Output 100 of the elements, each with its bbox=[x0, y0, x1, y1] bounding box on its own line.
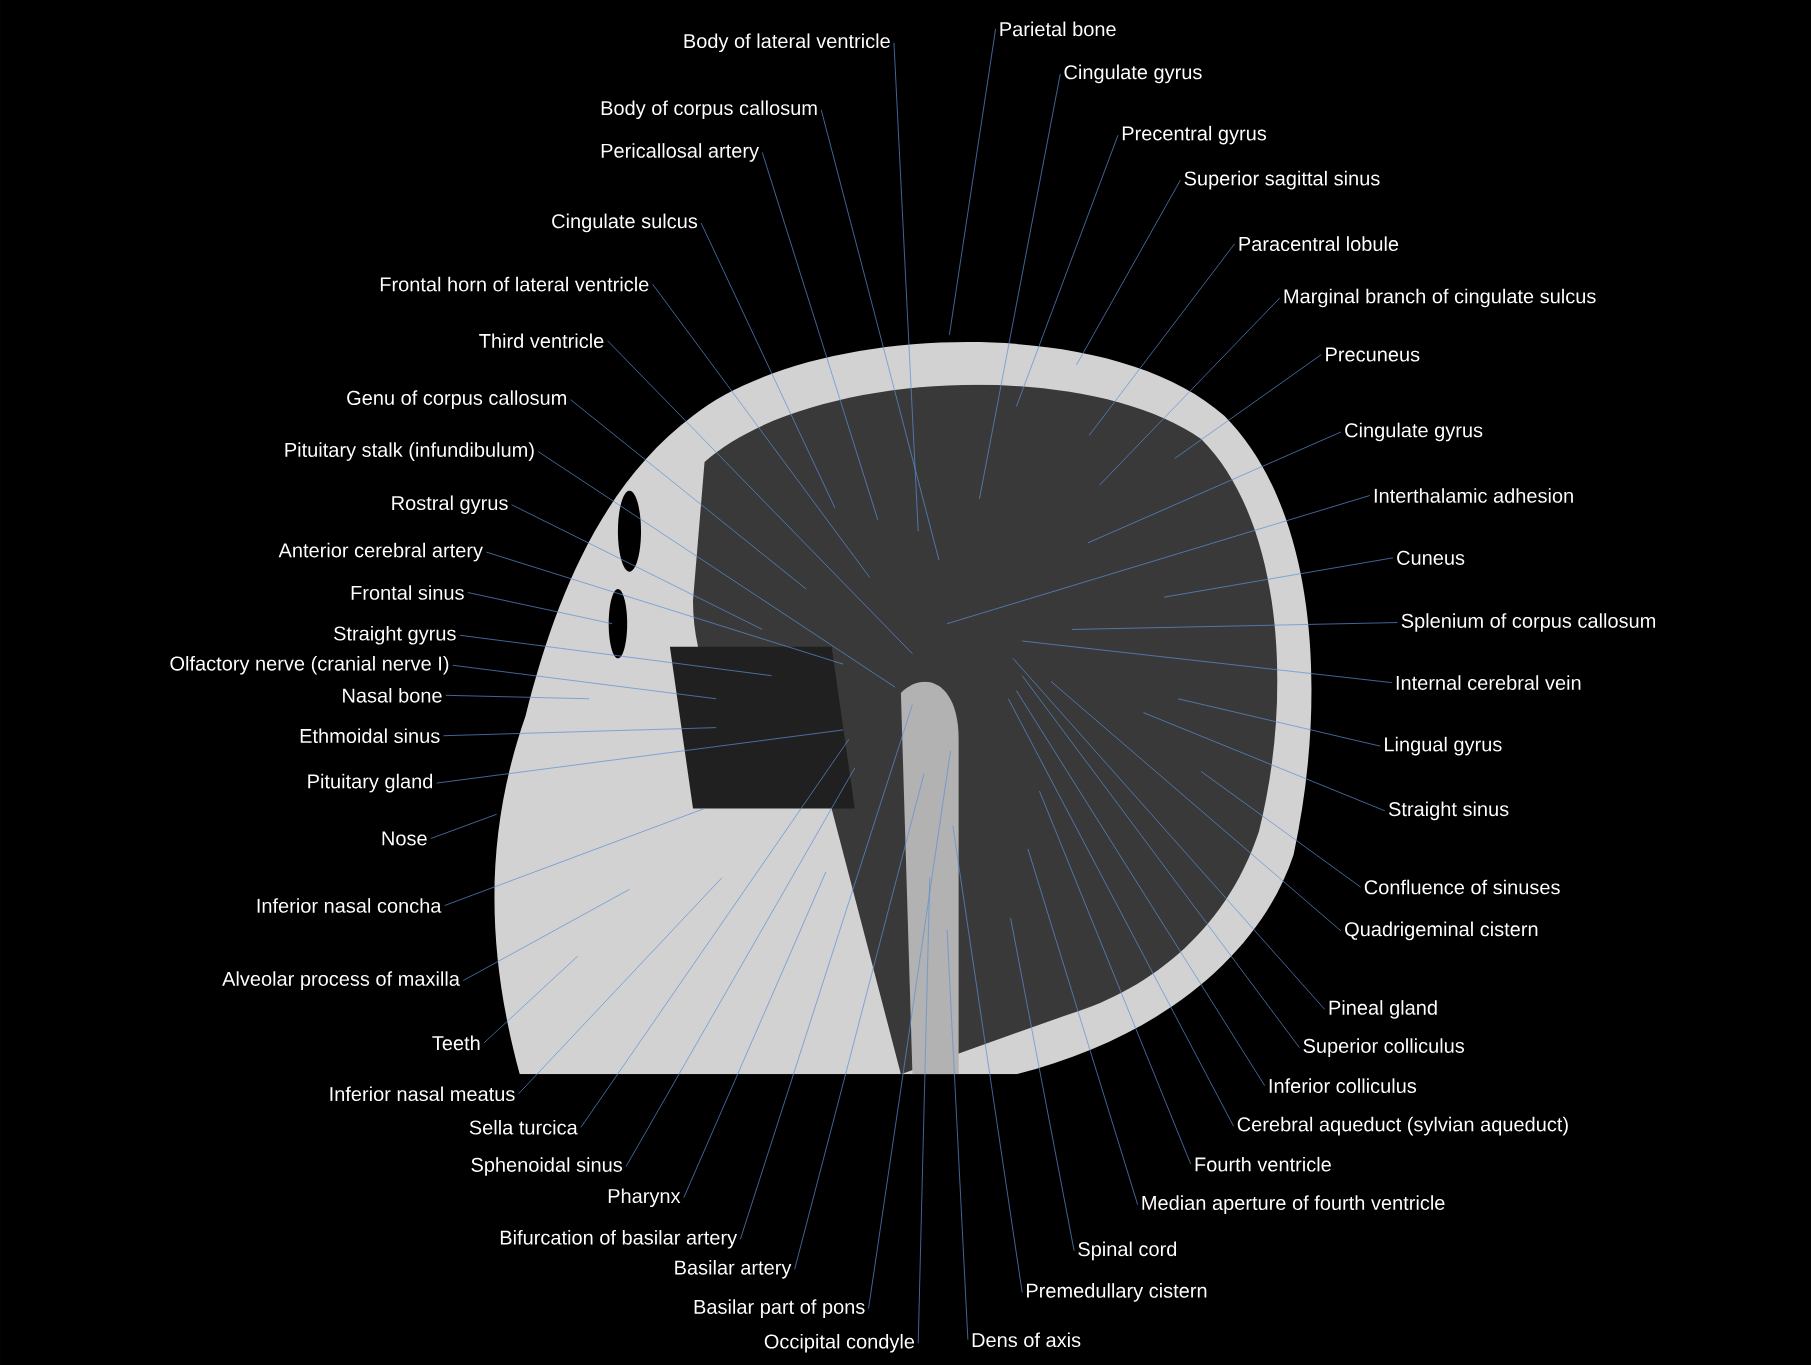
leader-line bbox=[1143, 712, 1386, 812]
part-label: Pituitary stalk (infundibulum) bbox=[285, 442, 534, 461]
leader-line bbox=[485, 551, 844, 665]
part-label: Frontal sinus bbox=[351, 585, 464, 600]
leader-line bbox=[1177, 698, 1381, 747]
part-label: Cuneus bbox=[1397, 550, 1465, 565]
part-label: Olfactory nerve (cranial nerve I) bbox=[170, 655, 449, 675]
leader-line bbox=[946, 929, 969, 1341]
leader-line bbox=[459, 634, 772, 676]
leader-line bbox=[700, 222, 836, 509]
leader-line bbox=[462, 888, 630, 981]
part-label: Occipital condyle bbox=[764, 1333, 915, 1353]
leader-line bbox=[1076, 179, 1181, 366]
part-label: Nasal bone bbox=[343, 687, 442, 703]
leader-line bbox=[1099, 297, 1281, 486]
part-label: Pharynx bbox=[608, 1188, 681, 1207]
leader-line bbox=[436, 729, 844, 784]
leader-line bbox=[445, 694, 590, 700]
part-label: Frontal horn of lateral ventricle bbox=[380, 276, 649, 292]
leader-line bbox=[979, 73, 1061, 500]
part-label: Sphenoidal sinus bbox=[471, 1157, 622, 1176]
part-label: Rostral gyrus bbox=[392, 495, 508, 514]
leader-line bbox=[683, 871, 827, 1198]
part-label: Cingulate gyrus bbox=[1345, 422, 1483, 442]
part-label: Basilar part of pons bbox=[694, 1299, 865, 1318]
leader-line bbox=[946, 495, 1371, 624]
part-label: Superior sagittal sinus bbox=[1184, 170, 1380, 190]
part-label: Straight gyrus bbox=[334, 625, 456, 645]
leader-line bbox=[893, 42, 919, 532]
leader-line bbox=[1012, 657, 1326, 1010]
part-label: Internal cerebral vein bbox=[1396, 675, 1581, 690]
part-label: Splenium of corpus callosum bbox=[1401, 613, 1656, 632]
leader-line bbox=[444, 808, 705, 906]
leader-line bbox=[430, 813, 497, 839]
part-label: Genu of corpus callosum bbox=[347, 390, 566, 409]
leader-line bbox=[740, 704, 913, 1240]
part-label: Basilar artery bbox=[675, 1259, 792, 1279]
part-label: Spinal cord bbox=[1078, 1241, 1177, 1261]
leader-line bbox=[952, 825, 1023, 1293]
leader-line bbox=[1027, 848, 1138, 1205]
part-label: Teeth bbox=[432, 1035, 480, 1051]
leader-line bbox=[1007, 698, 1234, 1127]
part-label: Median aperture of fourth ventricle bbox=[1142, 1195, 1445, 1214]
part-label: Cerebral aqueduct (sylvian aqueduct) bbox=[1237, 1116, 1568, 1136]
part-label: Alveolar process of maxilla bbox=[222, 971, 460, 990]
leader-line bbox=[1050, 681, 1342, 932]
leader-line bbox=[1039, 790, 1192, 1165]
leader-line bbox=[1021, 640, 1393, 683]
part-label: Anterior cerebral artery bbox=[278, 542, 483, 562]
part-label: Body of corpus callosum bbox=[601, 100, 817, 119]
leader-line bbox=[1163, 557, 1394, 598]
part-label: Pineal gland bbox=[1329, 1000, 1437, 1019]
leader-line bbox=[625, 767, 856, 1167]
leader-line bbox=[1174, 354, 1322, 459]
leader-line bbox=[570, 399, 807, 590]
leader-line bbox=[607, 340, 913, 654]
part-label: Superior colliculus bbox=[1303, 1038, 1465, 1057]
leader-line bbox=[1010, 917, 1075, 1252]
leader-line bbox=[537, 451, 896, 688]
leader-line bbox=[1021, 675, 1300, 1048]
leader-line bbox=[511, 504, 763, 630]
part-label: Precentral gyrus bbox=[1122, 125, 1267, 145]
part-label: Quadrigeminal cistern bbox=[1345, 921, 1538, 941]
leader-line bbox=[518, 877, 723, 1095]
part-label: Inferior nasal concha bbox=[257, 898, 442, 913]
part-label: Premedullary cistern bbox=[1027, 1283, 1207, 1302]
part-label: Paracentral lobule bbox=[1239, 236, 1399, 251]
leader-line bbox=[443, 727, 717, 736]
part-label: Inferior nasal meatus bbox=[330, 1086, 515, 1102]
leader-line bbox=[1016, 134, 1119, 407]
leader-line bbox=[452, 664, 717, 700]
leader-line bbox=[652, 283, 871, 578]
part-label: Straight sinus bbox=[1388, 801, 1509, 821]
part-label: Precuneus bbox=[1326, 347, 1420, 362]
part-label: Fourth ventricle bbox=[1195, 1156, 1331, 1172]
part-label: Bifurcation of basilar artery bbox=[500, 1229, 738, 1249]
leader-line bbox=[820, 109, 940, 561]
part-label: Dens of axis bbox=[972, 1332, 1081, 1348]
leader-line bbox=[1200, 771, 1361, 888]
leader-line bbox=[917, 877, 931, 1344]
leader-line bbox=[580, 738, 850, 1128]
part-label: Cingulate gyrus bbox=[1064, 64, 1202, 84]
leader-line bbox=[467, 592, 613, 624]
part-label: Third ventricle bbox=[479, 333, 604, 348]
part-label: Pituitary gland bbox=[308, 773, 433, 793]
part-label: Cingulate sulcus bbox=[552, 213, 698, 233]
leader-line bbox=[483, 955, 578, 1044]
part-label: Inferior colliculus bbox=[1269, 1078, 1417, 1093]
part-label: Pericallosal artery bbox=[601, 143, 759, 162]
part-label: Lingual gyrus bbox=[1385, 736, 1502, 756]
leader-line bbox=[868, 750, 951, 1309]
part-label: Parietal bone bbox=[1000, 21, 1116, 37]
part-label: Interthalamic adhesion bbox=[1374, 488, 1573, 503]
part-label: Ethmoidal sinus bbox=[300, 728, 440, 743]
part-label: Body of lateral ventricle bbox=[684, 33, 890, 52]
part-label: Sella turcica bbox=[469, 1119, 578, 1135]
leader-line bbox=[1088, 243, 1236, 436]
leader-line bbox=[949, 28, 996, 336]
leader-line bbox=[794, 773, 925, 1270]
leader-line bbox=[761, 152, 879, 520]
